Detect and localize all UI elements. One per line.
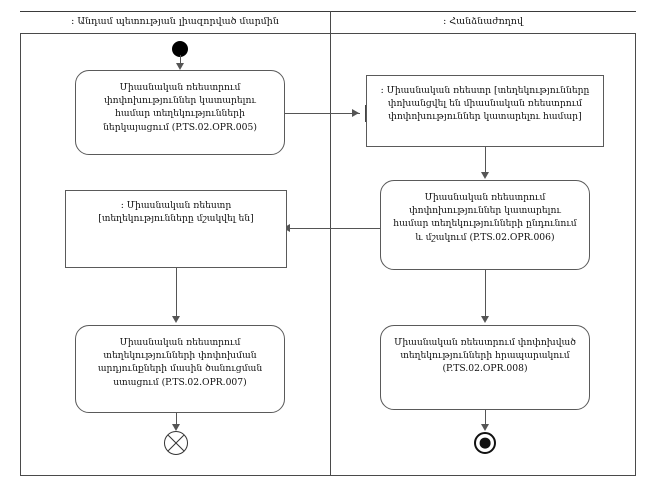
arrowhead-object-processed-to-action007 xyxy=(172,316,180,323)
action-node-opr-005[interactable]: Միասնական ռեեստրում փոփոխություններ կատա… xyxy=(75,70,285,155)
action-node-opr-007[interactable]: Միասնական ռեեստրում տեղեկությունների փոփ… xyxy=(75,325,285,413)
arrowhead-action007-to-flow-final xyxy=(172,424,180,431)
lane-header-rule-left xyxy=(20,11,330,12)
activity-final-node xyxy=(474,432,496,454)
initial-node xyxy=(172,41,188,57)
edge-action008-to-activity-final xyxy=(485,410,486,427)
arrowhead-object-transferred-to-action006 xyxy=(481,172,489,179)
action-node-opr-006[interactable]: Միասնական ռեեստրում փոփոխություններ կատա… xyxy=(380,180,590,270)
action-node-opr-007-label: Միասնական ռեեստրում տեղեկությունների փոփ… xyxy=(97,337,263,388)
lane-header-rule-right xyxy=(330,11,636,12)
swimlane-member-state xyxy=(20,33,636,476)
object-node-registry-transferred[interactable]: : Միասնական ռեեստր [տեղեկությունները փոխ… xyxy=(366,75,604,147)
edge-action006-to-object-processed xyxy=(288,228,380,229)
flow-final-node xyxy=(164,431,188,455)
swimlane-divider xyxy=(330,11,331,476)
arrowhead-start-to-action005 xyxy=(176,63,184,70)
lane-title-commission: : Հանձնաժողով xyxy=(443,16,523,27)
lane-title-member-state: : Անդամ պետության լիազորված մարմին xyxy=(71,16,279,27)
edge-object-processed-to-action007 xyxy=(176,268,177,320)
arrowhead-action005-to-object-transferred xyxy=(352,109,359,117)
object-node-registry-processed[interactable]: : Միասնական ռեեստր [տեղեկությունները մշա… xyxy=(65,190,287,268)
action-node-opr-005-label: Միասնական ռեեստրում փոփոխություններ կատա… xyxy=(103,82,257,133)
edge-start-to-action005 xyxy=(180,55,181,67)
edge-action006-to-action008 xyxy=(485,270,486,320)
action-node-opr-008[interactable]: Միասնական ռեեստրում փոփոխված տեղեկությու… xyxy=(380,325,590,410)
arrowhead-action006-to-action008 xyxy=(481,316,489,323)
edge-action005-to-object-transferred xyxy=(285,113,360,114)
edge-object-transferred-to-action006 xyxy=(485,147,486,175)
arrowhead-action008-to-activity-final xyxy=(481,424,489,431)
action-node-opr-006-label: Միասնական ռեեստրում փոփոխություններ կատա… xyxy=(393,192,577,243)
object-node-registry-transferred-label: : Միասնական ռեեստր [տեղեկությունները փոխ… xyxy=(380,85,590,123)
object-node-registry-processed-label: : Միասնական ռեեստր [տեղեկությունները մշա… xyxy=(98,200,254,225)
object-node-pin-bar xyxy=(365,105,366,122)
edge-action007-to-flow-final xyxy=(176,413,177,428)
action-node-opr-008-label: Միասնական ռեեստրում փոփոխված տեղեկությու… xyxy=(394,337,576,375)
